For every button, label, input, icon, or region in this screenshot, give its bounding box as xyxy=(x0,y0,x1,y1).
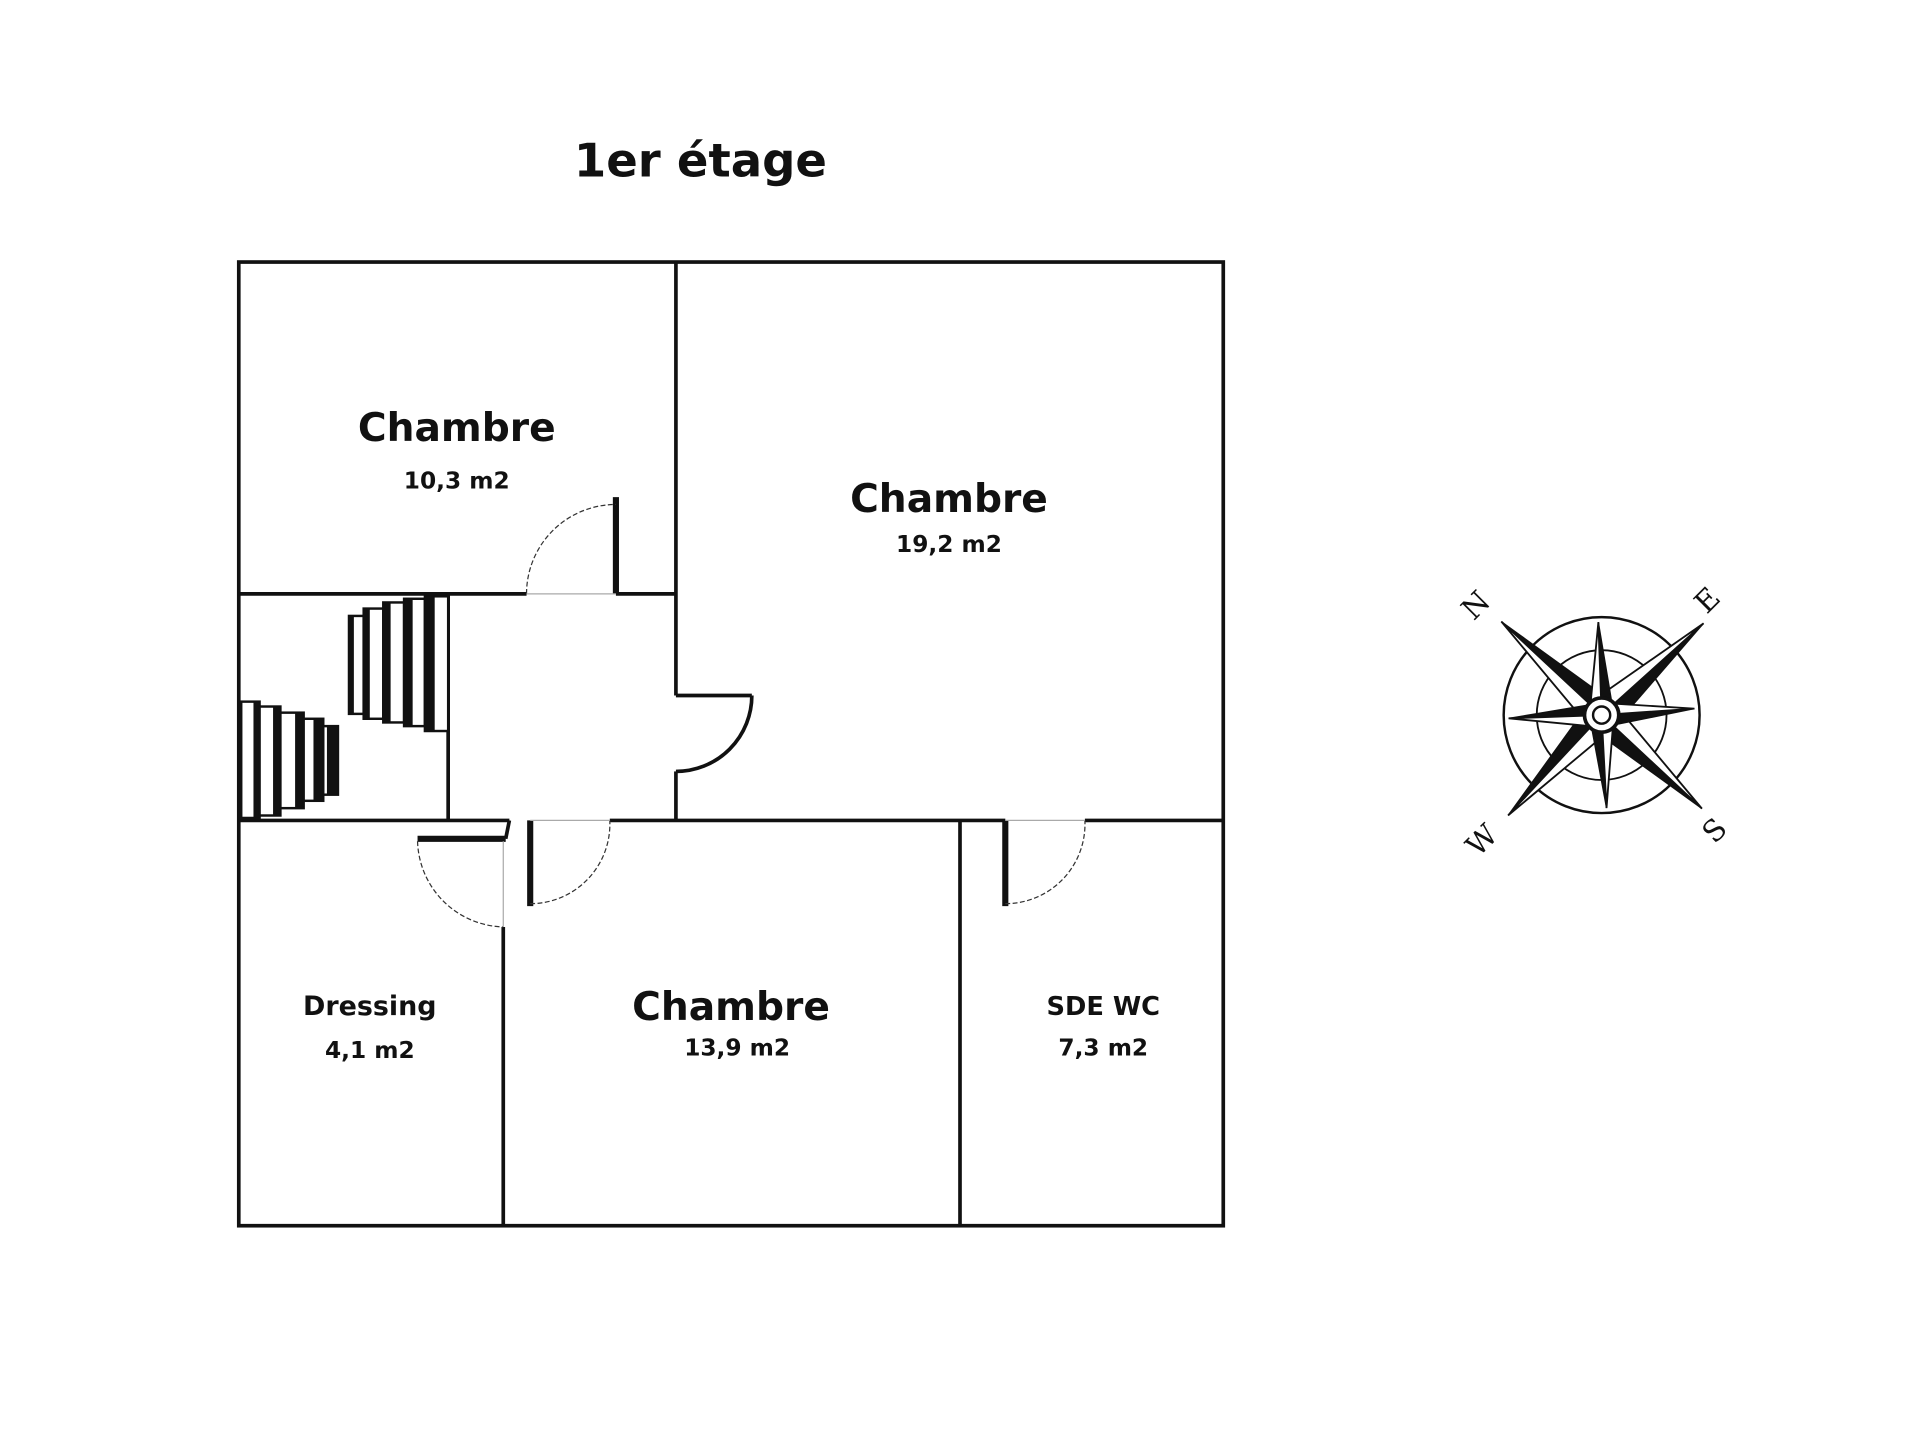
staircase xyxy=(240,595,450,820)
compass-south: S xyxy=(1695,811,1733,849)
room-name: SDE WC xyxy=(1046,992,1160,1022)
room-area: 10,3 m2 xyxy=(404,468,510,495)
room-area: 19,2 m2 xyxy=(896,531,1002,558)
room-name: Chambre xyxy=(850,477,1048,522)
room-name: Dressing xyxy=(303,991,437,1022)
doors xyxy=(416,497,1086,928)
compass-rose-icon: N E S W xyxy=(1455,581,1734,863)
room-labels: Chambre 10,3 m2 Chambre 19,2 m2 Dressing… xyxy=(303,406,1160,1064)
room-name: Chambre xyxy=(632,985,830,1030)
room-name: Chambre xyxy=(358,406,556,451)
room-area: 4,1 m2 xyxy=(325,1037,415,1064)
compass-north: N xyxy=(1455,584,1497,626)
room-area: 13,9 m2 xyxy=(684,1035,790,1062)
compass-west: W xyxy=(1459,817,1505,863)
room-area: 7,3 m2 xyxy=(1058,1035,1148,1062)
compass-east: E xyxy=(1688,581,1727,620)
page-title: 1er étage xyxy=(574,133,827,187)
